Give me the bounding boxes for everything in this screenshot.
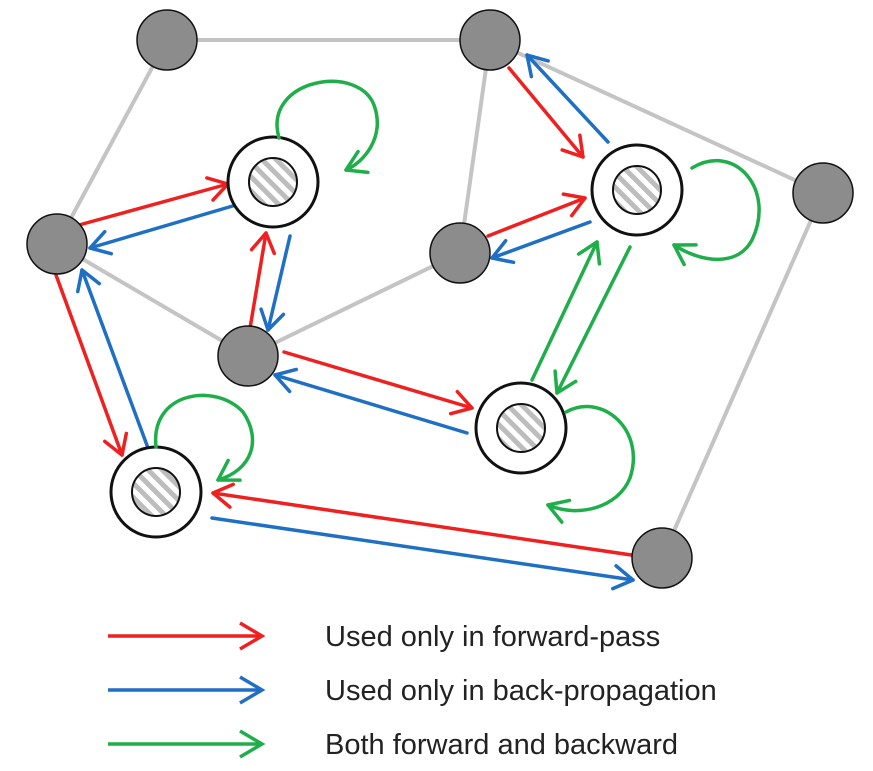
hatched-core [496,403,546,453]
legend-item-both: Both forward and backward [108,729,678,761]
arrow-shaft [80,268,150,450]
self-loop-icon [672,159,761,267]
arrow-shaft [54,273,124,457]
arrow-shaft [530,240,599,382]
arrowhead-icon [560,133,585,159]
self-loop-icon [546,404,636,524]
legend-forward-label: Used only in forward-pass [325,621,660,653]
legend-both-arrowhead-icon [239,729,266,759]
graph-edges [55,38,825,559]
arrowhead-icon [525,53,550,79]
grey-circle-node [459,9,521,71]
ringed-hatched-node [474,381,568,475]
arrow-shaft [77,182,230,227]
loop-path [154,393,255,482]
self-loop-icon [154,393,255,482]
arrow-shaft [507,66,585,159]
hatched-core [248,157,298,207]
arrowhead-icon [259,307,286,332]
arrow [210,516,635,591]
legend-both-label: Both forward and backward [325,729,678,761]
arrowhead-icon [576,240,602,266]
arrow-shaft [211,491,640,558]
arrow [282,350,474,416]
grey-circle-node [136,9,198,71]
graph-edge [660,192,825,559]
grey-circle-node [792,162,854,224]
legend-backward-arrowhead-icon [239,675,266,705]
arrow-shaft [555,245,632,395]
arrow [553,245,632,395]
arrow [259,234,292,332]
arrow [490,220,592,265]
grey-circle-node [631,527,693,589]
legend-forward-arrowhead-icon [239,621,266,651]
graph-edge [458,39,492,254]
arrow [75,268,150,450]
graph-edge [55,242,250,358]
arrowhead-icon [249,231,276,256]
arrowhead-icon [75,268,102,294]
arrow-shaft [273,373,469,435]
self-loop-icon [275,79,379,175]
arrow [54,273,129,457]
loop-arrowhead-icon [546,498,572,524]
arrow-shaft [486,196,587,238]
loop-arrowhead-icon [672,243,698,267]
arrow [486,192,587,238]
arrow-shaft [282,350,474,410]
legend-item-forward: Used only in forward-pass [108,621,660,653]
arrowhead-icon [553,369,578,395]
loop-path [546,404,636,513]
arrow-shaft [88,203,238,250]
arrowhead-icon [102,431,129,457]
self-loops [154,79,761,524]
graph-edge [55,39,169,245]
arrowhead-icon [561,192,587,218]
grey-circle-node [217,325,279,387]
arrowhead-icon [490,238,516,265]
legend-backward-label: Used only in back-propagation [325,675,717,707]
loop-path [275,79,379,172]
arrow [273,367,469,435]
arrow [211,482,640,558]
arrow [77,176,230,227]
arrow-shaft [490,220,592,260]
graph-edge [247,251,461,358]
arrowhead-icon [611,564,635,591]
ringed-hatched-node [226,135,320,229]
arrow [88,203,238,256]
arrowhead-icon [88,229,113,256]
graph-edge [489,38,824,195]
arrow-shaft [266,234,292,332]
arrow [507,66,585,159]
arrow [525,53,610,144]
loop-path [672,159,761,262]
ringed-hatched-node [590,143,684,237]
legend: Used only in forward-pass Used only in b… [108,621,717,761]
arrow [530,240,602,382]
grey-circle-node [429,222,491,284]
arrowhead-icon [448,389,474,416]
hatched-core [612,165,662,215]
legend-item-backward: Used only in back-propagation [108,675,717,707]
hatched-core [131,467,181,517]
ringed-hatched-node [109,445,203,539]
graph-nodes [26,9,854,589]
arrow-shaft [525,53,610,144]
arrowhead-icon [211,482,235,509]
loop-arrowhead-icon [344,149,370,175]
loop-arrowhead-icon [216,458,242,482]
arrowhead-icon [273,367,299,394]
grey-circle-node [26,213,88,275]
arrow-shaft [210,516,635,582]
